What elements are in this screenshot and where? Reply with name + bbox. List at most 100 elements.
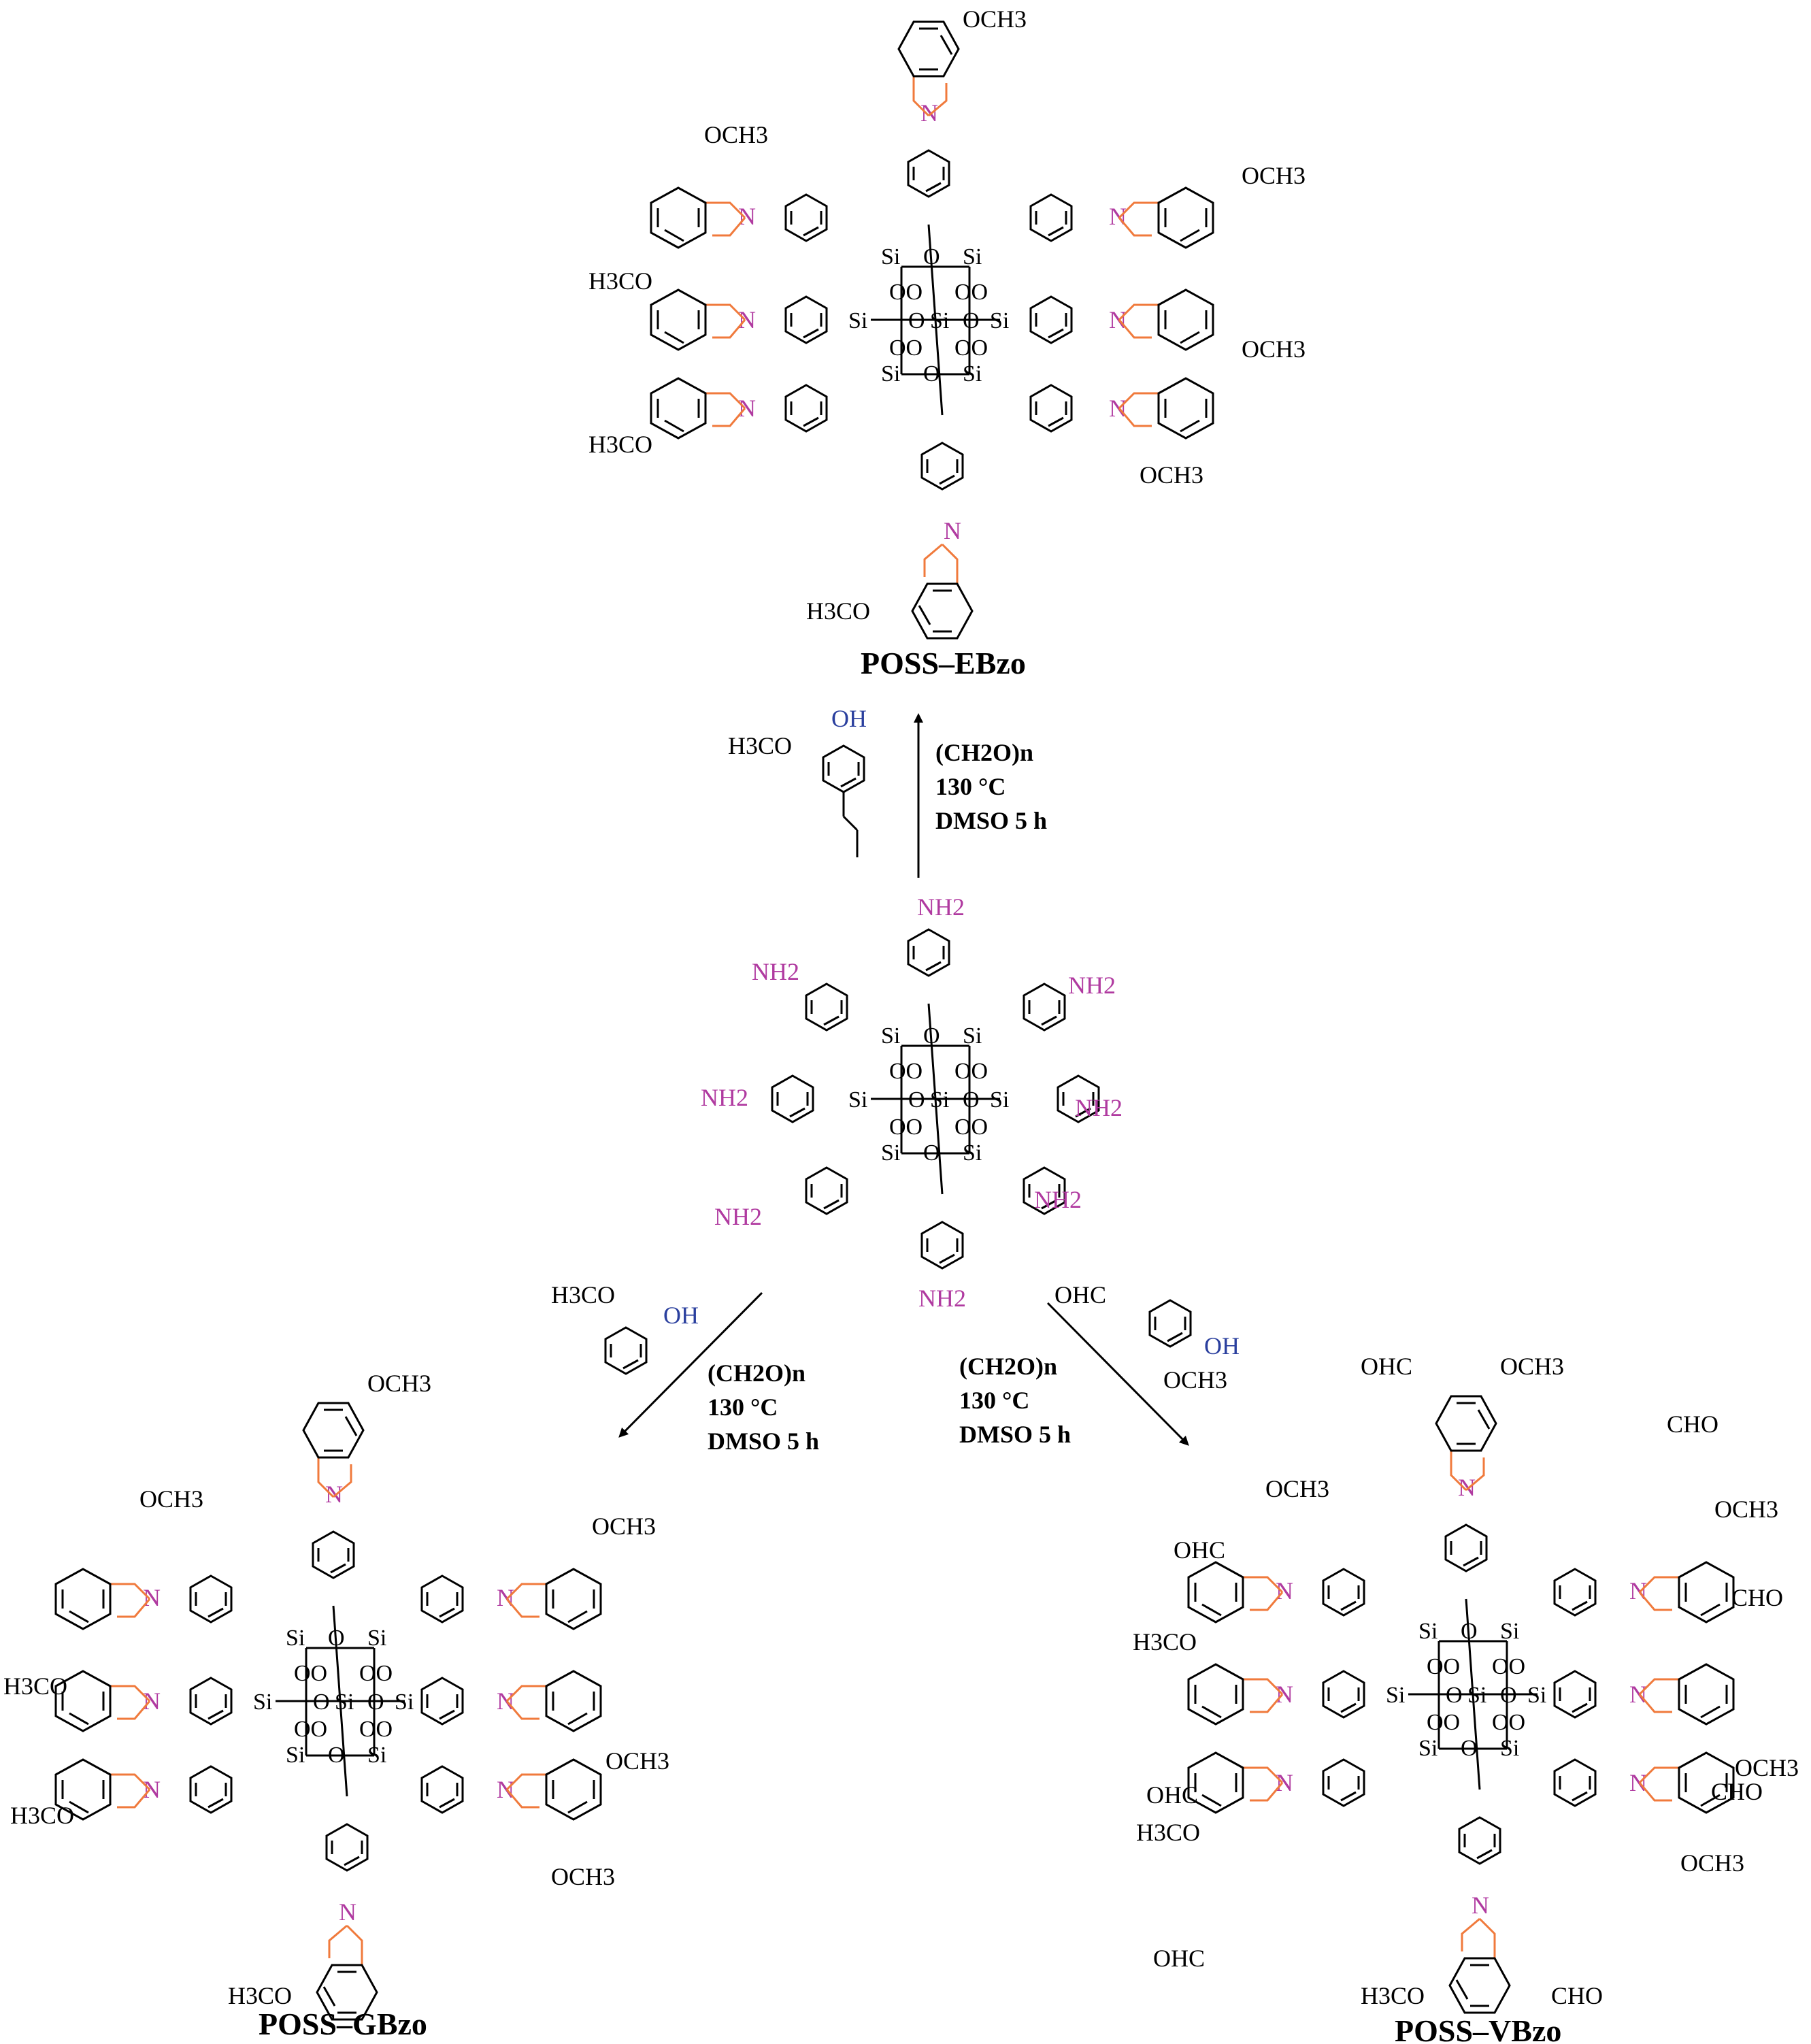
- condition-paraformaldehyde: (CH2O)n: [935, 739, 1033, 766]
- ring-nitrogen: N: [1472, 1892, 1489, 1919]
- ring-nitrogen: N: [738, 203, 756, 230]
- si-atom: Si: [335, 1689, 354, 1715]
- methoxy-label: OCH3: [605, 1747, 669, 1775]
- reaction-arrow-right: [1046, 1302, 1189, 1446]
- ring-nitrogen: N: [1629, 1681, 1647, 1708]
- methoxy-label: OCH3: [1140, 461, 1203, 489]
- ring-nitrogen: N: [1276, 1681, 1293, 1708]
- o-atom: OO: [889, 335, 923, 361]
- o-atom: OO: [889, 280, 923, 305]
- amine-label: NH2: [752, 958, 799, 985]
- ring-nitrogen: N: [920, 99, 938, 127]
- ring-nitrogen: N: [1458, 1474, 1476, 1501]
- product-vanillin: Si O Si Si O Si O Si Si O Si OO OO OO OO…: [1133, 1353, 1799, 2014]
- reagent-oh: OH: [1204, 1332, 1240, 1359]
- aldehyde-label: OHC: [1361, 1353, 1412, 1380]
- si-atom: Si: [367, 1626, 386, 1651]
- si-atom: Si: [1500, 1619, 1519, 1644]
- reaction-arrow-left: [618, 1291, 763, 1438]
- ring-nitrogen: N: [1629, 1577, 1647, 1604]
- o-atom: O: [963, 1087, 980, 1112]
- methoxy-label: OCH3: [1265, 1475, 1329, 1502]
- si-atom: Si: [253, 1689, 272, 1715]
- amine-label: NH2: [1075, 1094, 1123, 1121]
- si-atom: Si: [848, 308, 867, 333]
- poss-amine-core: Si O Si Si O Si O Si Si O Si OO OO OO OO: [771, 928, 1100, 1270]
- amine-label: NH2: [917, 893, 965, 921]
- condition-paraformaldehyde: (CH2O)n: [708, 1359, 805, 1387]
- ring-nitrogen: N: [339, 1898, 356, 1926]
- methoxy-label: OCH3: [963, 5, 1027, 33]
- product-eugenol: Si O Si Si O Si O Si Si O Si OO OO OO OO…: [588, 5, 1306, 640]
- o-atom: O: [313, 1689, 330, 1715]
- ring-nitrogen: N: [143, 1776, 161, 1803]
- reagent-guaiacol: [604, 1326, 648, 1375]
- ring-nitrogen: N: [1109, 203, 1127, 230]
- ring-nitrogen: N: [497, 1584, 514, 1611]
- ring-nitrogen: N: [1276, 1577, 1293, 1604]
- condition-temperature: 130 °C: [935, 773, 1006, 800]
- amine-label: NH2: [918, 1285, 966, 1312]
- o-atom: O: [923, 1023, 940, 1049]
- reagent-vanillin: [1148, 1299, 1192, 1348]
- si-atom: Si: [963, 1140, 982, 1166]
- ring-nitrogen: N: [325, 1481, 343, 1508]
- methoxy-label: H3CO: [1133, 1628, 1197, 1655]
- condition-paraformaldehyde: (CH2O)n: [959, 1353, 1057, 1380]
- si-atom: Si: [930, 308, 949, 333]
- si-atom: Si: [881, 1023, 900, 1049]
- methoxy-label: H3CO: [588, 431, 652, 458]
- amine-label: NH2: [714, 1203, 762, 1230]
- amine-label: NH2: [1068, 972, 1116, 999]
- reagent-methoxy: OCH3: [1163, 1366, 1227, 1394]
- o-atom: OO: [889, 1115, 923, 1140]
- methoxy-label: OCH3: [139, 1485, 203, 1513]
- ring-nitrogen: N: [738, 306, 756, 333]
- o-atom: OO: [1492, 1710, 1525, 1735]
- si-atom: Si: [367, 1743, 386, 1768]
- si-atom: Si: [881, 1140, 900, 1166]
- amine-label: NH2: [701, 1084, 748, 1111]
- reagent-methoxy: H3CO: [551, 1281, 615, 1308]
- o-atom: O: [963, 308, 980, 333]
- aldehyde-label: OHC: [1146, 1781, 1198, 1809]
- reagent-eugenol: [822, 744, 865, 857]
- si-atom: Si: [1500, 1736, 1519, 1761]
- o-atom: O: [908, 308, 925, 333]
- o-atom: OO: [294, 1717, 327, 1742]
- si-atom: Si: [848, 1087, 867, 1112]
- o-atom: O: [367, 1689, 384, 1715]
- o-atom: O: [328, 1626, 345, 1651]
- o-atom: O: [908, 1087, 925, 1112]
- reagent-oh: OH: [663, 1302, 699, 1329]
- methoxy-label: OCH3: [704, 121, 768, 148]
- ring-nitrogen: N: [1109, 306, 1127, 333]
- ring-nitrogen: N: [497, 1687, 514, 1715]
- methoxy-label: H3CO: [10, 1802, 74, 1829]
- o-atom: OO: [359, 1661, 393, 1686]
- amine-label: NH2: [1034, 1186, 1082, 1213]
- methoxy-label: OCH3: [1735, 1754, 1799, 1781]
- ring-nitrogen: N: [1276, 1769, 1293, 1796]
- ring-nitrogen: N: [1629, 1769, 1647, 1796]
- o-atom: O: [1461, 1736, 1478, 1761]
- ring-nitrogen: N: [143, 1687, 161, 1715]
- o-atom: O: [328, 1743, 345, 1768]
- methoxy-label: H3CO: [3, 1672, 67, 1700]
- o-atom: OO: [294, 1661, 327, 1686]
- si-atom: Si: [990, 1087, 1009, 1112]
- reagent-oh: OH: [831, 705, 867, 732]
- methoxy-label: H3CO: [1136, 1819, 1200, 1846]
- product-title-eugenol: POSS–EBzo: [861, 646, 1026, 680]
- si-atom: Si: [881, 244, 900, 269]
- si-atom: Si: [963, 244, 982, 269]
- o-atom: OO: [954, 280, 988, 305]
- methoxy-label: H3CO: [1361, 1982, 1425, 2009]
- o-atom: OO: [359, 1717, 393, 1742]
- o-atom: OO: [954, 335, 988, 361]
- si-atom: Si: [963, 361, 982, 386]
- reagent-aldehyde: OHC: [1054, 1281, 1106, 1308]
- aldehyde-label: OHC: [1153, 1945, 1205, 1972]
- si-atom: Si: [286, 1626, 305, 1651]
